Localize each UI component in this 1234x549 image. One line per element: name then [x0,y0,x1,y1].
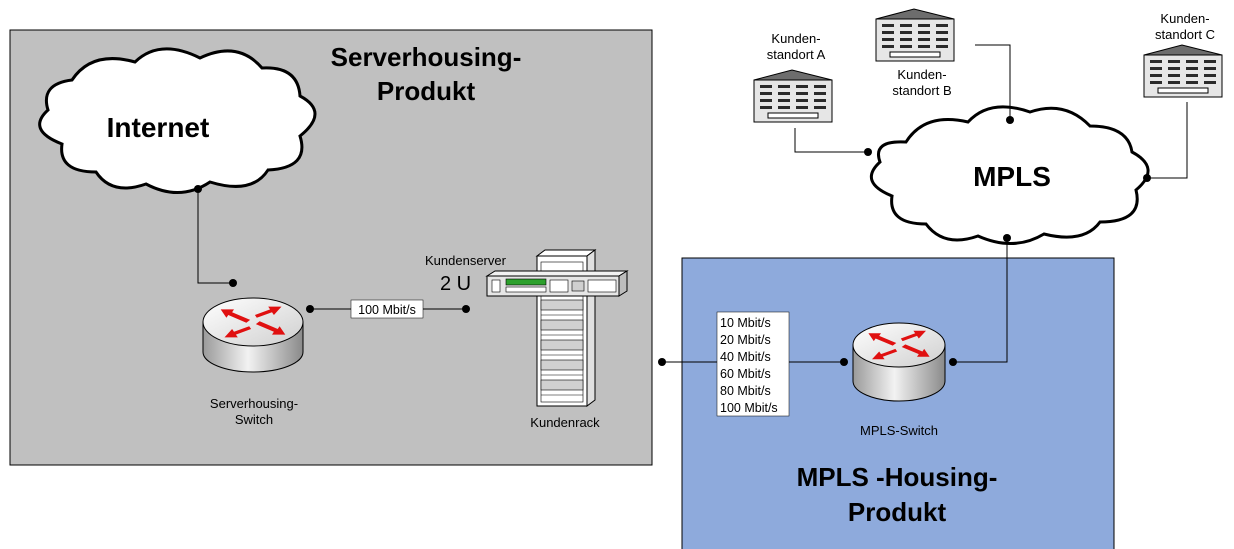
server-label: Kundenserver [425,253,507,268]
speed-option: 80 Mbit/s [720,384,771,398]
connection-dots [194,116,1151,366]
mpls-housing-title-line1: MPLS -Housing- [797,462,998,492]
site-c-label-line1: Kunden- [1160,11,1209,26]
link-speed-box [350,299,424,319]
serverhousing-title-line1: Serverhousing- [331,42,522,72]
server-icon [485,270,629,297]
site-a-label-line2: standort A [767,47,826,62]
internet-label: Internet [107,112,210,143]
site-a-building-icon [753,69,833,123]
link-speed-label: 100 Mbit/s [358,303,416,317]
speed-option: 40 Mbit/s [720,350,771,364]
speed-option: 10 Mbit/s [720,316,771,330]
speed-option: 20 Mbit/s [720,333,771,347]
server-units-label: 2 U [440,273,471,295]
serverhousing-switch-icon [202,297,304,373]
site-b-label-line2: standort B [892,83,951,98]
site-b-building-icon [875,8,955,62]
mpls-switch-label: MPLS-Switch [860,423,938,438]
speed-options-box [716,311,790,417]
site-c-building-icon [1143,44,1223,98]
mpls-cloud: MPLS [869,105,1150,246]
serverhousing-switch-label-line2: Switch [235,412,273,427]
speed-options-list: 10 Mbit/s 20 Mbit/s 40 Mbit/s 60 Mbit/s … [720,316,778,415]
serverhousing-switch-label-line1: Serverhousing- [210,396,298,411]
mpls-housing-title-line2: Produkt [848,497,947,527]
site-b-label-line1: Kunden- [897,67,946,82]
speed-option: 100 Mbit/s [720,401,778,415]
mpls-cloud-label: MPLS [973,161,1051,192]
speed-option: 60 Mbit/s [720,367,771,381]
rack-label: Kundenrack [530,415,600,430]
site-a-label-line1: Kunden- [771,31,820,46]
site-c-label-line2: standort C [1155,27,1215,42]
internet-cloud: Internet [38,47,317,194]
serverhousing-title-line2: Produkt [377,76,476,106]
mpls-switch-icon [852,322,946,402]
